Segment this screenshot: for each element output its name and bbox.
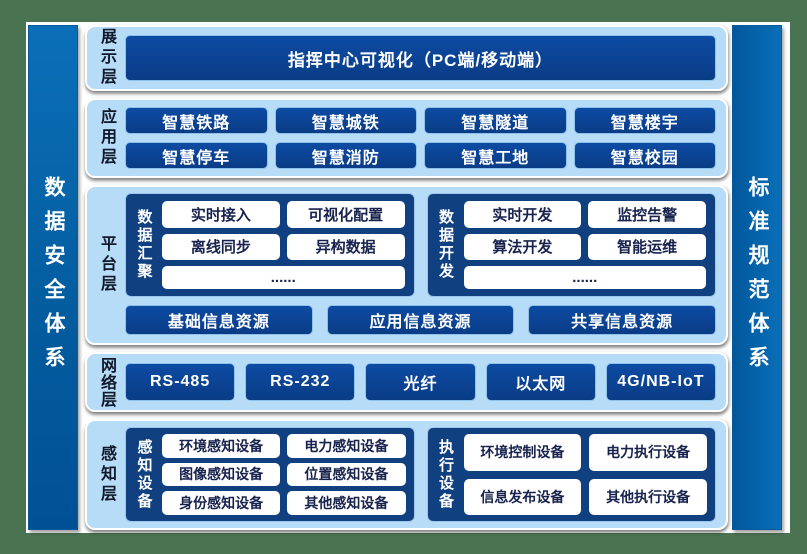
layer-platform-label-text: 平台层 <box>98 235 115 295</box>
data-security-pillar-label: 数据安全体系 <box>42 175 65 380</box>
layer-network-label: 网络层 <box>87 354 125 410</box>
layer-display-label-text: 展示层 <box>98 28 115 88</box>
layer-perception-label-text: 感知层 <box>98 444 115 505</box>
layer-perception-label: 感知层 <box>87 421 125 528</box>
sensing-devices-panel: 感知设备 环境感知设备 电力感知设备 图像感知设备 位置感知设备 身份感知设备 … <box>125 427 415 522</box>
network-button: RS-485 <box>125 363 236 401</box>
execution-devices-items: 环境控制设备 电力执行设备 信息发布设备 其他执行设备 <box>463 434 707 515</box>
layer-perception-content: 感知设备 环境感知设备 电力感知设备 图像感知设备 位置感知设备 身份感知设备 … <box>125 421 726 528</box>
data-aggregation-title-text: 数据汇聚 <box>135 209 153 281</box>
data-aggregation-items: 实时接入 可视化配置 离线同步 异构数据 ...... <box>162 201 405 289</box>
layer-display-content: 指挥中心可视化（PC端/移动端） <box>125 27 726 89</box>
application-button: 智慧消防 <box>274 142 417 169</box>
resource-button: 共享信息资源 <box>528 305 716 335</box>
execution-devices-panel-title: 执行设备 <box>432 434 460 515</box>
standards-pillar: 标准规范体系 <box>732 25 782 530</box>
platform-item-more-button: ...... <box>162 266 405 289</box>
layer-network-content: RS-485 RS-232 光纤 以太网 4G/NB-IoT <box>125 354 726 410</box>
application-button: 智慧隧道 <box>424 107 567 134</box>
standards-pillar-label: 标准规范体系 <box>746 175 769 380</box>
layer-platform-content: 数据汇聚 实时接入 可视化配置 离线同步 异构数据 ...... 数据开发 <box>125 187 726 343</box>
layer-application-label: 应用层 <box>87 100 125 176</box>
application-button: 智慧城铁 <box>274 107 417 134</box>
execution-devices-panel: 执行设备 环境控制设备 电力执行设备 信息发布设备 其他执行设备 <box>426 427 716 522</box>
layer-application-label-text: 应用层 <box>98 108 115 168</box>
network-button: 以太网 <box>485 363 596 401</box>
data-development-panel-title: 数据开发 <box>432 201 460 289</box>
layer-platform-label: 平台层 <box>87 187 125 343</box>
layer-application: 应用层 智慧铁路 智慧城铁 智慧隧道 智慧楼宇 智慧停车 智慧消防 智慧工地 智… <box>85 98 728 178</box>
platform-panels-row: 数据汇聚 实时接入 可视化配置 离线同步 异构数据 ...... 数据开发 <box>125 193 716 297</box>
data-development-items: 实时开发 监控告警 算法开发 智能运维 ...... <box>463 201 706 289</box>
data-development-title-text: 数据开发 <box>437 209 454 281</box>
platform-item-button: 算法开发 <box>463 233 582 261</box>
device-button: 图像感知设备 <box>162 462 281 487</box>
resource-button: 基础信息资源 <box>125 305 313 335</box>
platform-item-button: 异构数据 <box>286 233 405 261</box>
execution-devices-title-text: 执行设备 <box>437 438 454 511</box>
device-button: 环境感知设备 <box>162 434 281 458</box>
command-center-button: 指挥中心可视化（PC端/移动端） <box>125 35 716 81</box>
network-button: 4G/NB-IoT <box>605 363 716 401</box>
platform-item-button: 智能运维 <box>588 233 706 261</box>
application-button: 智慧铁路 <box>125 107 268 134</box>
platform-item-button: 实时接入 <box>162 201 280 228</box>
device-button: 其他感知设备 <box>287 491 406 515</box>
layer-network-label-text: 网络层 <box>98 356 115 408</box>
platform-item-button: 离线同步 <box>162 233 280 261</box>
layer-perception: 感知层 感知设备 环境感知设备 电力感知设备 图像感知设备 位置感知设备 身份感… <box>85 419 728 530</box>
layer-stack: 展示层 指挥中心可视化（PC端/移动端） 应用层 智慧铁路 智慧城铁 智慧隧道 … <box>85 25 728 530</box>
data-security-pillar: 数据安全体系 <box>28 25 78 530</box>
resource-button: 应用信息资源 <box>326 305 515 335</box>
layer-platform: 平台层 数据汇聚 实时接入 可视化配置 离线同步 异构数据 ...... <box>85 185 728 345</box>
device-button: 信息发布设备 <box>463 478 582 515</box>
sensing-devices-items: 环境感知设备 电力感知设备 图像感知设备 位置感知设备 身份感知设备 其他感知设… <box>162 434 406 515</box>
device-button: 位置感知设备 <box>287 462 406 487</box>
layer-display: 展示层 指挥中心可视化（PC端/移动端） <box>85 25 728 91</box>
sensing-devices-panel-title: 感知设备 <box>130 434 158 515</box>
application-button: 智慧停车 <box>125 142 268 169</box>
application-button: 智慧工地 <box>424 142 567 169</box>
layer-network: 网络层 RS-485 RS-232 光纤 以太网 4G/NB-IoT <box>85 352 728 412</box>
device-button: 电力执行设备 <box>589 434 707 471</box>
platform-item-more-button: ...... <box>463 266 706 289</box>
network-button: 光纤 <box>365 363 476 401</box>
application-button: 智慧校园 <box>573 142 716 169</box>
layer-display-label: 展示层 <box>87 27 125 89</box>
platform-item-button: 监控告警 <box>588 201 706 228</box>
layer-application-content: 智慧铁路 智慧城铁 智慧隧道 智慧楼宇 智慧停车 智慧消防 智慧工地 智慧校园 <box>125 100 726 176</box>
device-button: 环境控制设备 <box>463 434 582 471</box>
sensing-devices-title-text: 感知设备 <box>135 438 153 511</box>
device-button: 电力感知设备 <box>287 434 406 458</box>
platform-item-button: 可视化配置 <box>286 201 405 228</box>
device-button: 其他执行设备 <box>589 478 707 515</box>
device-button: 身份感知设备 <box>162 491 281 515</box>
data-aggregation-panel: 数据汇聚 实时接入 可视化配置 离线同步 异构数据 ...... <box>125 193 415 297</box>
data-aggregation-panel-title: 数据汇聚 <box>130 201 158 289</box>
data-development-panel: 数据开发 实时开发 监控告警 算法开发 智能运维 ...... <box>426 193 716 297</box>
platform-resources-row: 基础信息资源 应用信息资源 共享信息资源 <box>125 305 716 335</box>
platform-item-button: 实时开发 <box>463 201 582 228</box>
network-button: RS-232 <box>245 363 356 401</box>
application-button: 智慧楼宇 <box>573 107 716 134</box>
